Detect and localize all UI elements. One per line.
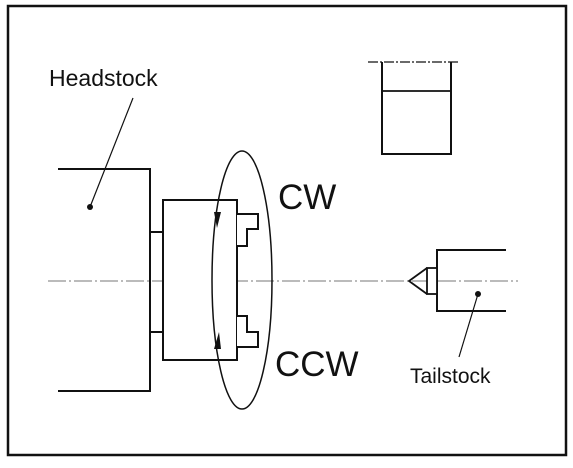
ccw-arrow (214, 332, 221, 349)
cw-arrow (214, 212, 221, 228)
headstock-leader-line (89, 97, 134, 208)
headstock-label: Headstock (49, 65, 158, 91)
cw-label: CW (278, 178, 337, 217)
tailstock-leader-line (458, 293, 479, 358)
headstock-body (58, 168, 151, 392)
chuck-jaw-lower (237, 315, 259, 348)
chuck-jaw-upper (237, 213, 259, 247)
cutting-tool (381, 62, 452, 155)
rotation-ellipse (211, 150, 273, 410)
diagram-frame (6, 4, 568, 457)
tailstock-quill (426, 267, 438, 295)
chuck-body (162, 199, 238, 361)
ccw-label: CCW (275, 345, 359, 384)
tailstock-live-center (407, 267, 428, 295)
tailstock-label: Tailstock (410, 365, 491, 388)
